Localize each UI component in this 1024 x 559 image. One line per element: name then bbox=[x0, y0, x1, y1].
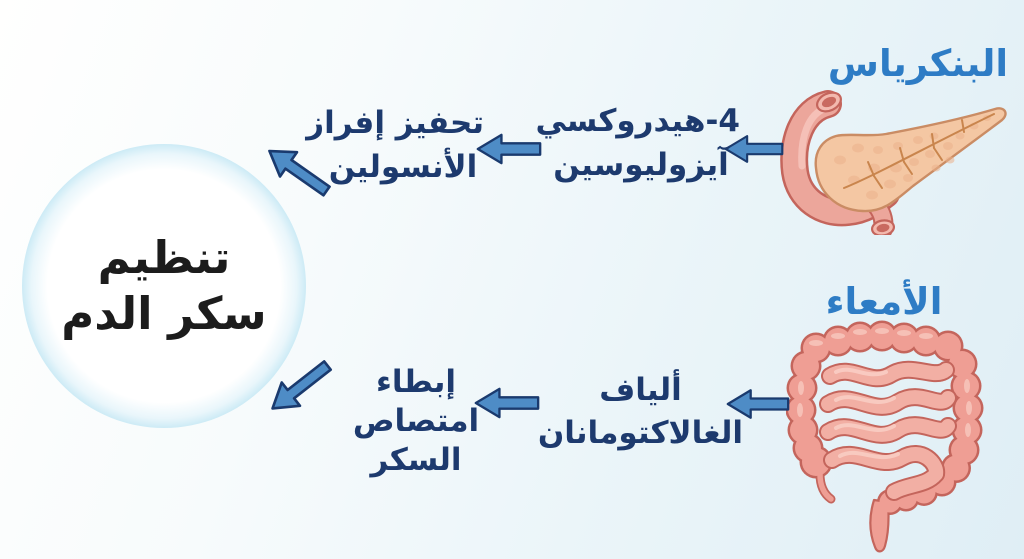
center-node-line2: سكر الدم bbox=[61, 287, 267, 340]
arrow-effect-to-center-top-icon bbox=[268, 149, 331, 197]
center-node-text: تنظيم سكر الدم bbox=[61, 230, 266, 342]
effect-line2: امتصاص bbox=[352, 403, 480, 439]
arrow-effect-to-center-bottom-icon bbox=[271, 360, 333, 410]
compound-4-hydroxyisoleucine: 4-هيدروكسي آيزوليوسين bbox=[535, 99, 740, 187]
pancreas-icon bbox=[780, 90, 1007, 235]
blood-sugar-regulation-node: تنظيم سكر الدم bbox=[22, 144, 306, 428]
effect-line3: السكر bbox=[370, 442, 462, 478]
effect-insulin-secretion: تحفيز إفراز الأنسولين bbox=[306, 101, 484, 189]
compound-galactomannan: ألياف الغالاكتومانان bbox=[538, 369, 743, 455]
effect-line2: الأنسولين bbox=[328, 149, 478, 185]
center-node-line1: تنظيم bbox=[97, 231, 231, 284]
compound-line2: الغالاكتومانان bbox=[537, 415, 743, 451]
effect-slow-sugar-absorption: إبطاء امتصاص السكر bbox=[352, 363, 480, 480]
pancreas-label: البنكرياس bbox=[827, 42, 1009, 85]
arrow-compound-to-effect-bottom-icon bbox=[474, 387, 540, 419]
effect-line1: تحفيز إفراز bbox=[306, 105, 484, 141]
arrow-pancreas-to-compound-icon bbox=[724, 135, 784, 163]
effect-line1: إبطاء bbox=[376, 364, 456, 400]
arrow-intestines-to-compound-icon bbox=[726, 389, 790, 419]
arrow-compound-to-effect-icon bbox=[476, 133, 542, 165]
compound-line1: ألياف bbox=[599, 372, 682, 408]
intestines-label: الأمعاء bbox=[825, 280, 943, 323]
compound-line1: 4-هيدروكسي bbox=[535, 103, 740, 139]
intestines-icon bbox=[786, 320, 984, 553]
compound-line2: آيزوليوسين bbox=[553, 147, 729, 183]
